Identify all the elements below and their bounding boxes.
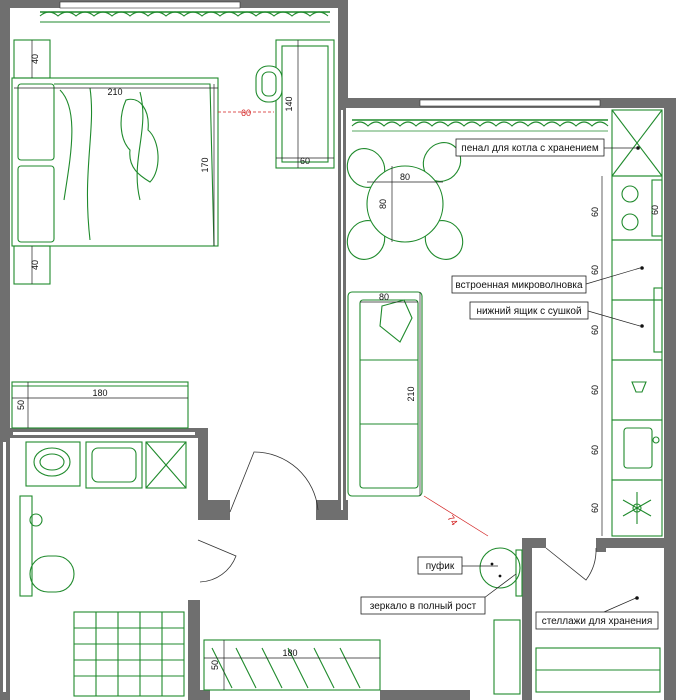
dim-kitchen-7: 60 bbox=[650, 205, 660, 215]
dim-bed-width: 210 bbox=[107, 87, 122, 97]
dim-sofa-width: 80 bbox=[379, 292, 389, 302]
dim-kitchen-1: 60 bbox=[590, 207, 600, 217]
dim-kitchen-6: 60 bbox=[590, 503, 600, 513]
dim-desk-width: 60 bbox=[300, 156, 310, 166]
desk bbox=[255, 39, 335, 169]
label-microwave: встроенная микроволновка bbox=[455, 280, 583, 291]
dim-kitchen-5: 60 bbox=[590, 445, 600, 455]
callouts: пенал для котла с хранением встроенная м… bbox=[360, 138, 659, 630]
bedroom-shelf bbox=[11, 381, 189, 429]
dim-bed-gap: 60 bbox=[241, 108, 251, 118]
kitchen-window bbox=[351, 99, 609, 132]
bathtub-grid bbox=[74, 612, 184, 696]
dim-desk-height: 140 bbox=[284, 96, 294, 111]
label-drawer: нижний ящик с сушкой bbox=[476, 306, 581, 317]
bathroom-fixtures bbox=[19, 441, 187, 697]
bedroom-window bbox=[39, 1, 330, 23]
bed bbox=[11, 39, 219, 285]
dim-bed-bottom: 40 bbox=[30, 260, 40, 270]
dim-shelf-width: 180 bbox=[92, 388, 107, 398]
dimension-lines bbox=[12, 40, 603, 690]
dim-kitchen-3: 60 bbox=[590, 325, 600, 335]
dim-bed-top: 40 bbox=[30, 54, 40, 64]
hall-furniture bbox=[203, 547, 661, 695]
dim-table-width: 80 bbox=[400, 172, 410, 182]
doors bbox=[197, 451, 597, 583]
dim-diagonal: 74 bbox=[445, 513, 459, 527]
dimension-labels: 210 170 60 40 40 140 60 180 50 80 80 80 … bbox=[16, 54, 660, 670]
dim-shelf-height: 50 bbox=[16, 400, 26, 410]
dining-table bbox=[346, 142, 464, 260]
label-boiler: пенал для котла с хранением bbox=[461, 143, 599, 154]
kitchen-units bbox=[611, 109, 663, 537]
label-shelves: стеллажи для хранения bbox=[542, 616, 653, 627]
dim-sofa-height: 210 bbox=[406, 386, 416, 401]
sofa bbox=[347, 291, 423, 497]
dim-hall-width: 180 bbox=[282, 648, 297, 658]
dim-kitchen-4: 60 bbox=[590, 385, 600, 395]
dim-bed-height: 170 bbox=[200, 157, 210, 172]
dim-table-height: 80 bbox=[378, 199, 388, 209]
label-pouf: пуфик bbox=[426, 560, 455, 572]
label-mirror: зеркало в полный рост bbox=[370, 601, 477, 612]
dim-kitchen-2: 60 bbox=[590, 265, 600, 275]
dim-hall-height: 50 bbox=[210, 660, 220, 670]
